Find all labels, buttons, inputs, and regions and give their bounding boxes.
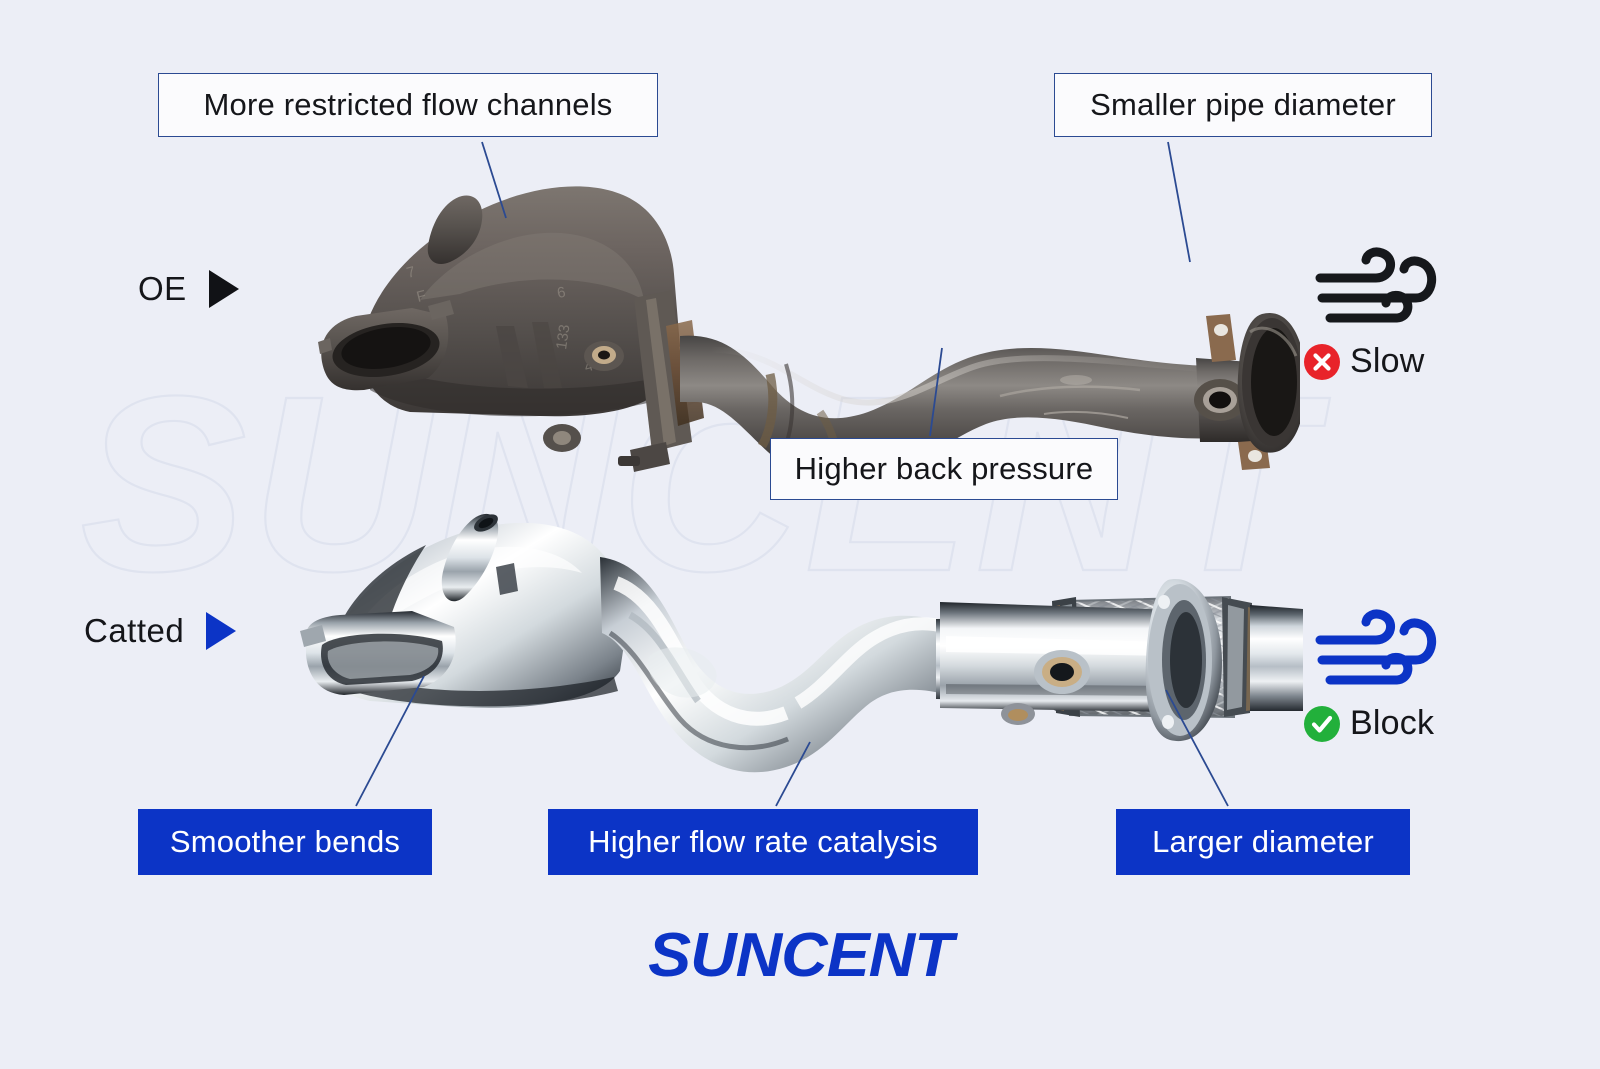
brand-logo: SUNCENT [0, 920, 1600, 991]
callout-text: Smaller pipe diameter [1090, 87, 1396, 122]
verdict-row: Slow [1290, 342, 1480, 381]
play-triangle-icon [208, 270, 239, 308]
cross-icon [1304, 343, 1340, 380]
verdict-row: Block [1290, 704, 1480, 743]
callout-text: Larger diameter [1152, 824, 1374, 859]
callout-text: Higher back pressure [794, 451, 1094, 486]
callout-more-restricted-flow-channels: More restricted flow channels [158, 73, 658, 137]
row-label-catted: Catted [84, 612, 237, 650]
svg-text:7: 7 [405, 263, 417, 282]
wind-flow-icon [1315, 247, 1437, 323]
catted-outlet-image [940, 579, 1222, 742]
callout-text: More restricted flow channels [203, 87, 613, 122]
row-label-text: OE [138, 270, 187, 307]
callout-higher-flow-rate-catalysis: Higher flow rate catalysis [548, 809, 978, 875]
verdict-slow: Slow [1290, 238, 1480, 381]
row-label-oe: OE [138, 270, 239, 308]
check-icon [1304, 705, 1340, 742]
callout-smoother-bends: Smoother bends [138, 809, 432, 875]
verdict-label: Block [1350, 704, 1435, 742]
callout-text: Smoother bends [169, 824, 401, 859]
play-triangle-icon [206, 612, 237, 650]
svg-text:6: 6 [556, 284, 567, 302]
callout-higher-back-pressure: Higher back pressure [770, 438, 1118, 500]
brand-name: SUNCENT [647, 921, 953, 990]
callout-smaller-pipe-diameter: Smaller pipe diameter [1054, 73, 1432, 137]
callout-larger-diameter: Larger diameter [1116, 809, 1410, 875]
svg-text:133: 133 [553, 323, 573, 350]
svg-text:F: F [415, 287, 428, 306]
verdict-block: Block [1290, 600, 1480, 743]
verdict-label: Slow [1350, 342, 1425, 380]
row-label-text: Catted [84, 612, 185, 649]
callout-text: Higher flow rate catalysis [588, 824, 938, 859]
wind-flow-icon [1315, 609, 1437, 685]
